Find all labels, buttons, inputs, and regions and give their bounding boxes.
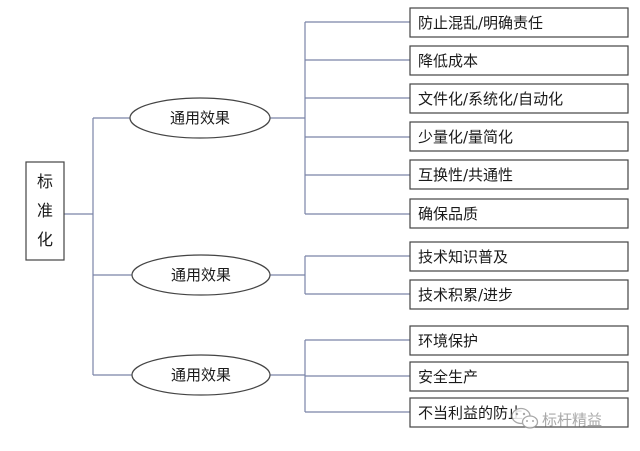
group-3: 通用效果 环境保护 安全生产 不当利益的防止 bbox=[131, 325, 629, 428]
item-box bbox=[409, 45, 629, 76]
item-box bbox=[409, 279, 629, 310]
item-label: 环境保护 bbox=[418, 332, 478, 350]
item-label: 安全生产 bbox=[418, 368, 478, 386]
item-label: 少量化/量简化 bbox=[418, 128, 513, 146]
item-box bbox=[409, 361, 629, 392]
item-label: 不当利益的防止 bbox=[418, 404, 523, 422]
item-box bbox=[409, 241, 629, 272]
item-box bbox=[409, 121, 629, 152]
item-box bbox=[409, 159, 629, 190]
item-label: 确保品质 bbox=[418, 205, 478, 223]
item-label: 防止混乱/明确责任 bbox=[418, 14, 543, 32]
item-label: 技术知识普及 bbox=[418, 248, 508, 266]
group-2-ellipse bbox=[131, 254, 271, 296]
item-label: 文件化/系统化/自动化 bbox=[418, 90, 563, 108]
group-1-label: 通用效果 bbox=[170, 109, 230, 127]
watermark: 标杆精益 bbox=[511, 407, 602, 429]
root-char-1: 标 bbox=[37, 172, 53, 191]
item-label: 降低成本 bbox=[418, 52, 478, 70]
item-label: 技术积累/进步 bbox=[418, 286, 513, 304]
group-2-label: 通用效果 bbox=[171, 266, 231, 284]
group-3-label: 通用效果 bbox=[171, 366, 231, 384]
root-box bbox=[25, 161, 65, 261]
item-box bbox=[409, 325, 629, 356]
root-char-3: 化 bbox=[37, 230, 53, 249]
group-1-ellipse bbox=[129, 97, 271, 139]
root-char-2: 准 bbox=[37, 201, 53, 220]
root-node: 标 准 化 bbox=[25, 161, 65, 261]
wechat-icon bbox=[511, 407, 539, 429]
group-3-ellipse bbox=[131, 354, 271, 396]
group-2: 通用效果 技术知识普及 技术积累/进步 bbox=[131, 241, 629, 310]
item-box bbox=[409, 198, 629, 229]
item-label: 互换性/共通性 bbox=[418, 166, 513, 184]
group-1: 通用效果 防止混乱/明确责任 降低成本 文件化/系统化/自动化 少量化/量简化 … bbox=[129, 7, 629, 229]
item-box bbox=[409, 7, 629, 38]
watermark-text: 标杆精益 bbox=[542, 411, 602, 429]
item-box bbox=[409, 83, 629, 114]
connectors bbox=[64, 21, 410, 413]
